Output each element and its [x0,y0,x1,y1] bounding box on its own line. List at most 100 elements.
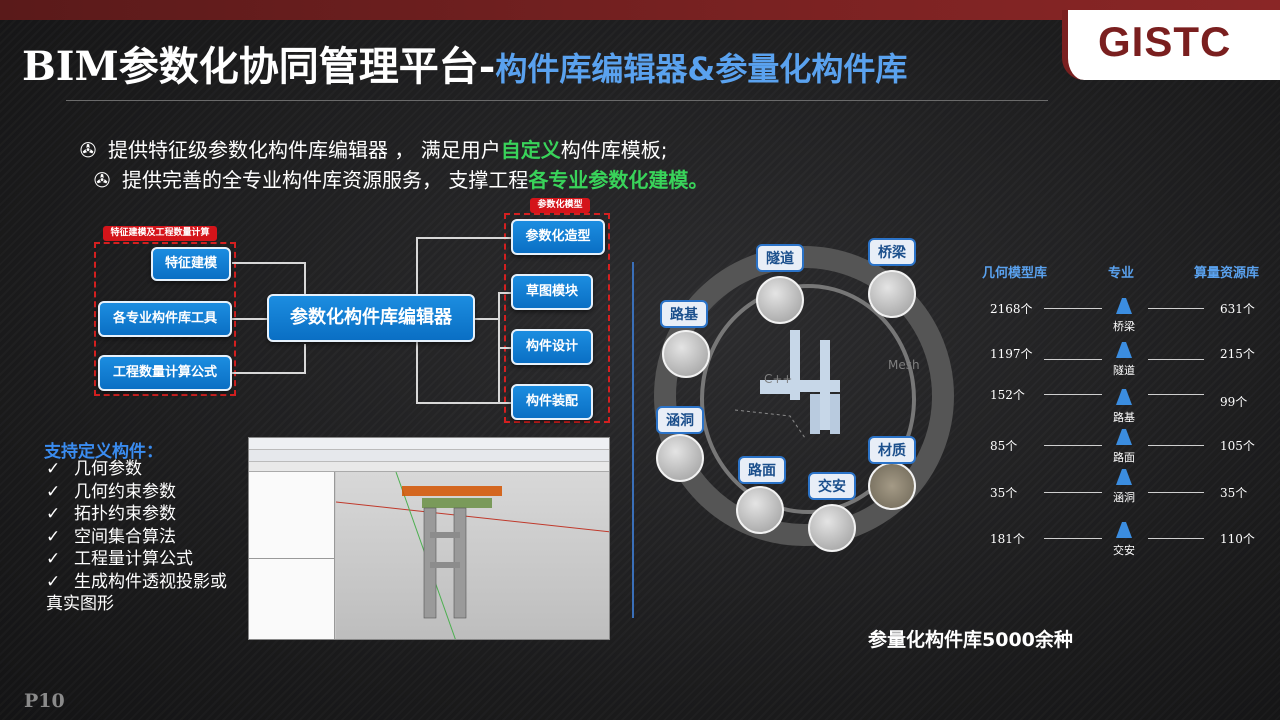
check-icon: ✓ [46,549,61,569]
right-group-tag: 参数化模型 [530,198,590,213]
node-professional-tools[interactable]: 各专业构件库工具 [98,301,232,337]
feature-label: 几何参数 [74,459,142,479]
label-bridge: 桥梁 [868,238,916,266]
screenshot-viewport [335,471,609,639]
list-item: ✓ 拓扑约束参数 [46,503,227,526]
node-parametric-shape[interactable]: 参数化造型 [511,219,605,255]
screenshot-toolbar [249,450,609,462]
bridge-icon [1114,298,1134,314]
quantity-count: 631个 [1220,302,1255,316]
geometry-count: 35个 [990,486,1018,500]
label-road: 路面 [738,456,786,484]
label-material: 材质 [868,436,916,464]
title-main: BIM参数化协同管理平台- [22,43,496,90]
gistc-logo: GISTC [1098,18,1232,65]
screenshot-panel-divider [249,558,335,559]
node-component-design[interactable]: 构件设计 [511,329,593,365]
connector [416,237,512,239]
geometry-count: 1197个 [990,347,1033,361]
geometry-count: 181个 [990,532,1025,546]
bullet-icon: ✇ [79,138,97,162]
bullet-2: ✇ 提供完善的全专业构件库资源服务， 支撑工程各专业参数化建模。 [92,164,709,193]
bullet-1: ✇ 提供特征级参数化构件库编辑器 ， 满足用户自定义构件库模板; [78,134,668,163]
connector [232,318,268,320]
screenshot-toolbar [249,438,609,450]
mesh-label: Mesh [888,358,920,372]
geometry-count: 152个 [990,388,1025,402]
title-sub: 构件库编辑器&参量化构件库 [495,50,908,88]
bullet-icon: ✇ [93,168,111,192]
node-sketch-module[interactable]: 草图模块 [511,274,593,310]
subgrade-icon [1114,389,1134,405]
header-quantity-library: 算量资源库 [1194,266,1260,281]
row-connector [1044,445,1102,446]
feature-label: 拓扑约束参数 [74,504,176,524]
node-component-assembly[interactable]: 构件装配 [511,384,593,420]
tunnel-icon [756,276,804,324]
logo-container [1062,10,1280,80]
list-item: ✓几何参数 [46,458,227,481]
geometry-count: 2168个 [990,302,1033,316]
geometry-count: 85个 [990,439,1018,453]
connector [232,262,304,264]
node-feature-modeling[interactable]: 特征建模 [151,247,231,281]
traffic-safety-icon [1114,522,1134,538]
summary-text: 参量化构件库5000余种 [868,629,1073,651]
profession-name: 涵洞 [1113,491,1135,504]
row-connector [1148,492,1204,493]
profession-name: 路基 [1113,411,1135,424]
quantity-count: 35个 [1220,486,1248,500]
culvert-icon [656,434,704,482]
culvert-icon [1114,469,1134,485]
list-item: ✓工程量计算公式 [46,548,227,571]
bullet-text-end: 构件库模板; [560,138,668,162]
bullet-text: 提供特征级参数化构件库编辑器 ， 满足用户 [108,138,501,162]
row-connector [1148,394,1204,395]
connector [416,342,418,404]
row-connector [1148,359,1204,360]
profession-name: 交安 [1113,544,1135,557]
profession-name: 隧道 [1113,364,1135,377]
pier-center-icon [734,330,840,439]
section-divider [632,262,634,618]
profession-name: 路面 [1113,451,1135,464]
inner-ring [700,284,916,514]
cpp-label: C++ [764,372,793,386]
profession-name: 桥梁 [1113,320,1135,333]
quantity-count: 105个 [1220,439,1255,453]
node-center-editor[interactable]: 参数化构件库编辑器 [267,294,475,342]
feature-label: 生成构件透视投影或 [74,571,227,592]
tunnel-icon [1114,342,1134,358]
top-decor-strip [0,0,1280,20]
check-icon: ✓ [46,504,61,524]
features-list: ✓几何参数 ✓几何约束参数 ✓拓扑约束参数 ✓空间集合算法 ✓工程量计算公式 ✓… [46,458,227,616]
quantity-count: 99个 [1220,395,1248,409]
row-connector [1044,308,1102,309]
subgrade-icon [662,330,710,378]
list-item: ✓几何约束参数 [46,481,227,504]
bridge-icon [868,270,916,318]
bullet-highlight: 各专业参数化建模。 [528,168,709,192]
label-traffic-safety: 交安 [808,472,856,500]
row-connector [1148,445,1204,446]
node-quantity-formula[interactable]: 工程数量计算公式 [98,355,232,391]
left-group-tag: 特征建模及工程数量计算 [103,226,217,241]
connector [416,402,512,404]
check-icon: ✓ [46,526,61,547]
page-title: BIM参数化协同管理平台-构件库编辑器&参量化构件库 [22,34,907,92]
pier-model [335,471,609,639]
bullet-highlight: 自定义 [500,138,561,162]
label-subgrade: 路基 [660,300,708,328]
check-icon: ✓ [46,481,61,502]
connector [498,347,512,349]
quantity-count: 110个 [1220,532,1255,546]
bullet-text: 提供完善的全专业构件库资源服务， 支撑工程 [122,168,529,192]
list-item-continuation: 真实图形 [46,594,114,614]
header-geometry-library: 几何模型库 [982,266,1048,281]
features-title: 支持定义构件： [44,442,163,462]
feature-label: 空间集合算法 [74,526,176,547]
connector [304,262,306,294]
row-connector [1044,394,1102,395]
road-icon [736,486,784,534]
screenshot-tree-panel [249,472,335,639]
